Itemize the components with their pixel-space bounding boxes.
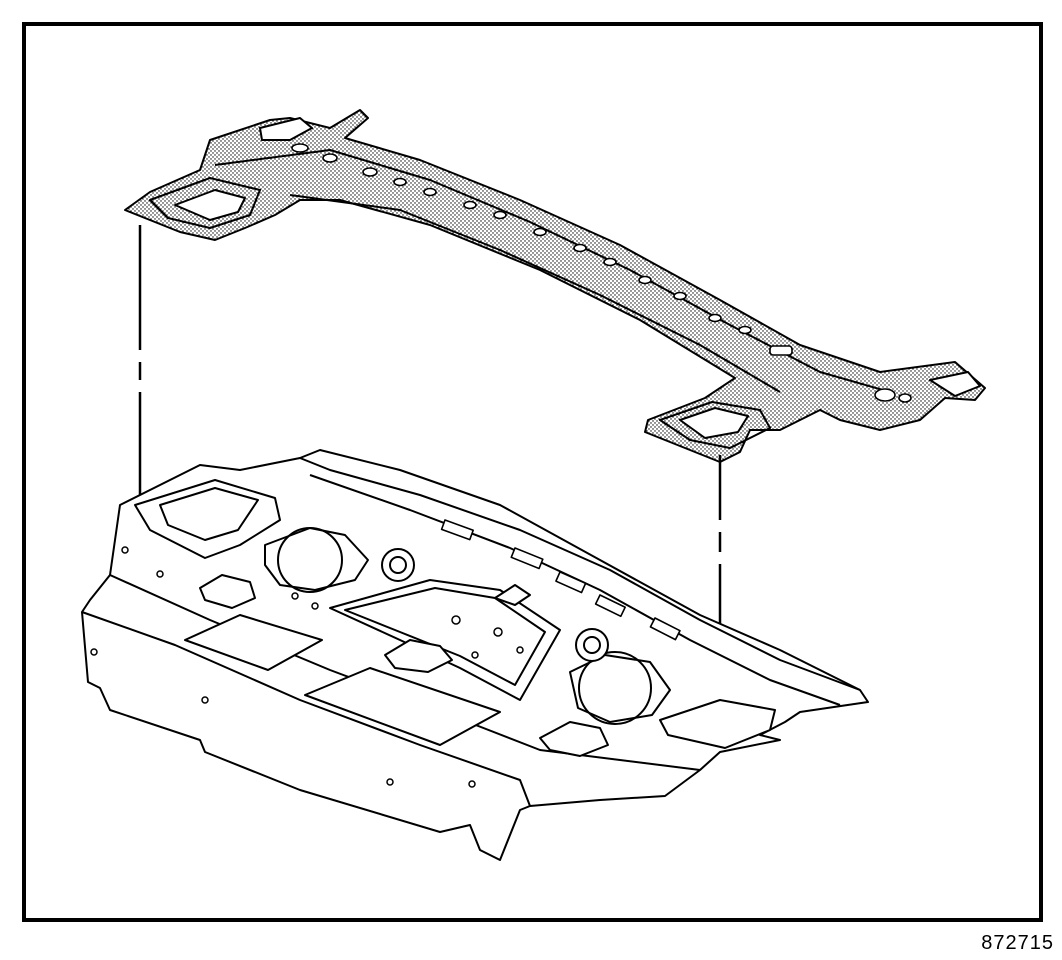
figure-id-label: 872715 (981, 932, 1054, 954)
crossmember-part (124, 109, 986, 463)
shelf-panel-part (81, 449, 869, 861)
drawing-frame (22, 22, 1043, 922)
